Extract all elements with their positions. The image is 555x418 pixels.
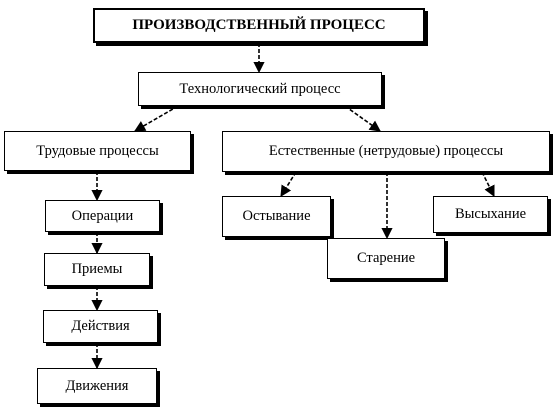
node-operations-label: Операции	[71, 207, 134, 224]
node-labor-processes: Трудовые процессы	[4, 131, 191, 171]
node-natural-processes-label: Естественные (нетрудовые) процессы	[268, 143, 504, 160]
node-operations: Операции	[45, 200, 160, 232]
node-movements: Движения	[37, 368, 157, 404]
node-actions-label: Действия	[71, 318, 130, 335]
node-drying-label: Высыхание	[454, 206, 527, 223]
node-labor-processes-label: Трудовые процессы	[36, 142, 159, 159]
node-techniques-label: Приемы	[71, 261, 123, 278]
edge-natural-to-drying	[481, 171, 495, 198]
node-production-process: ПРОИЗВОДСТВЕННЫЙ ПРОЦЕСС	[93, 8, 425, 43]
node-cooling-label: Остывание	[242, 208, 311, 225]
node-production-process-label: ПРОИЗВОДСТВЕННЫЙ ПРОЦЕСС	[132, 17, 386, 33]
node-cooling: Остывание	[222, 196, 331, 237]
edge-technological-to-labor	[134, 105, 179, 132]
node-drying: Высыхание	[433, 196, 548, 233]
node-natural-processes: Естественные (нетрудовые) процессы	[222, 131, 550, 172]
node-actions: Действия	[43, 310, 158, 343]
edge-technological-to-natural	[344, 105, 381, 132]
node-technological-process: Технологический процесс	[138, 72, 382, 106]
node-techniques: Приемы	[44, 253, 150, 286]
node-movements-label: Движения	[65, 377, 129, 394]
node-technological-process-label: Технологический процесс	[179, 80, 341, 97]
node-aging-label: Старение	[356, 250, 416, 267]
node-aging: Старение	[327, 238, 445, 279]
edge-natural-to-cooling	[280, 171, 297, 197]
